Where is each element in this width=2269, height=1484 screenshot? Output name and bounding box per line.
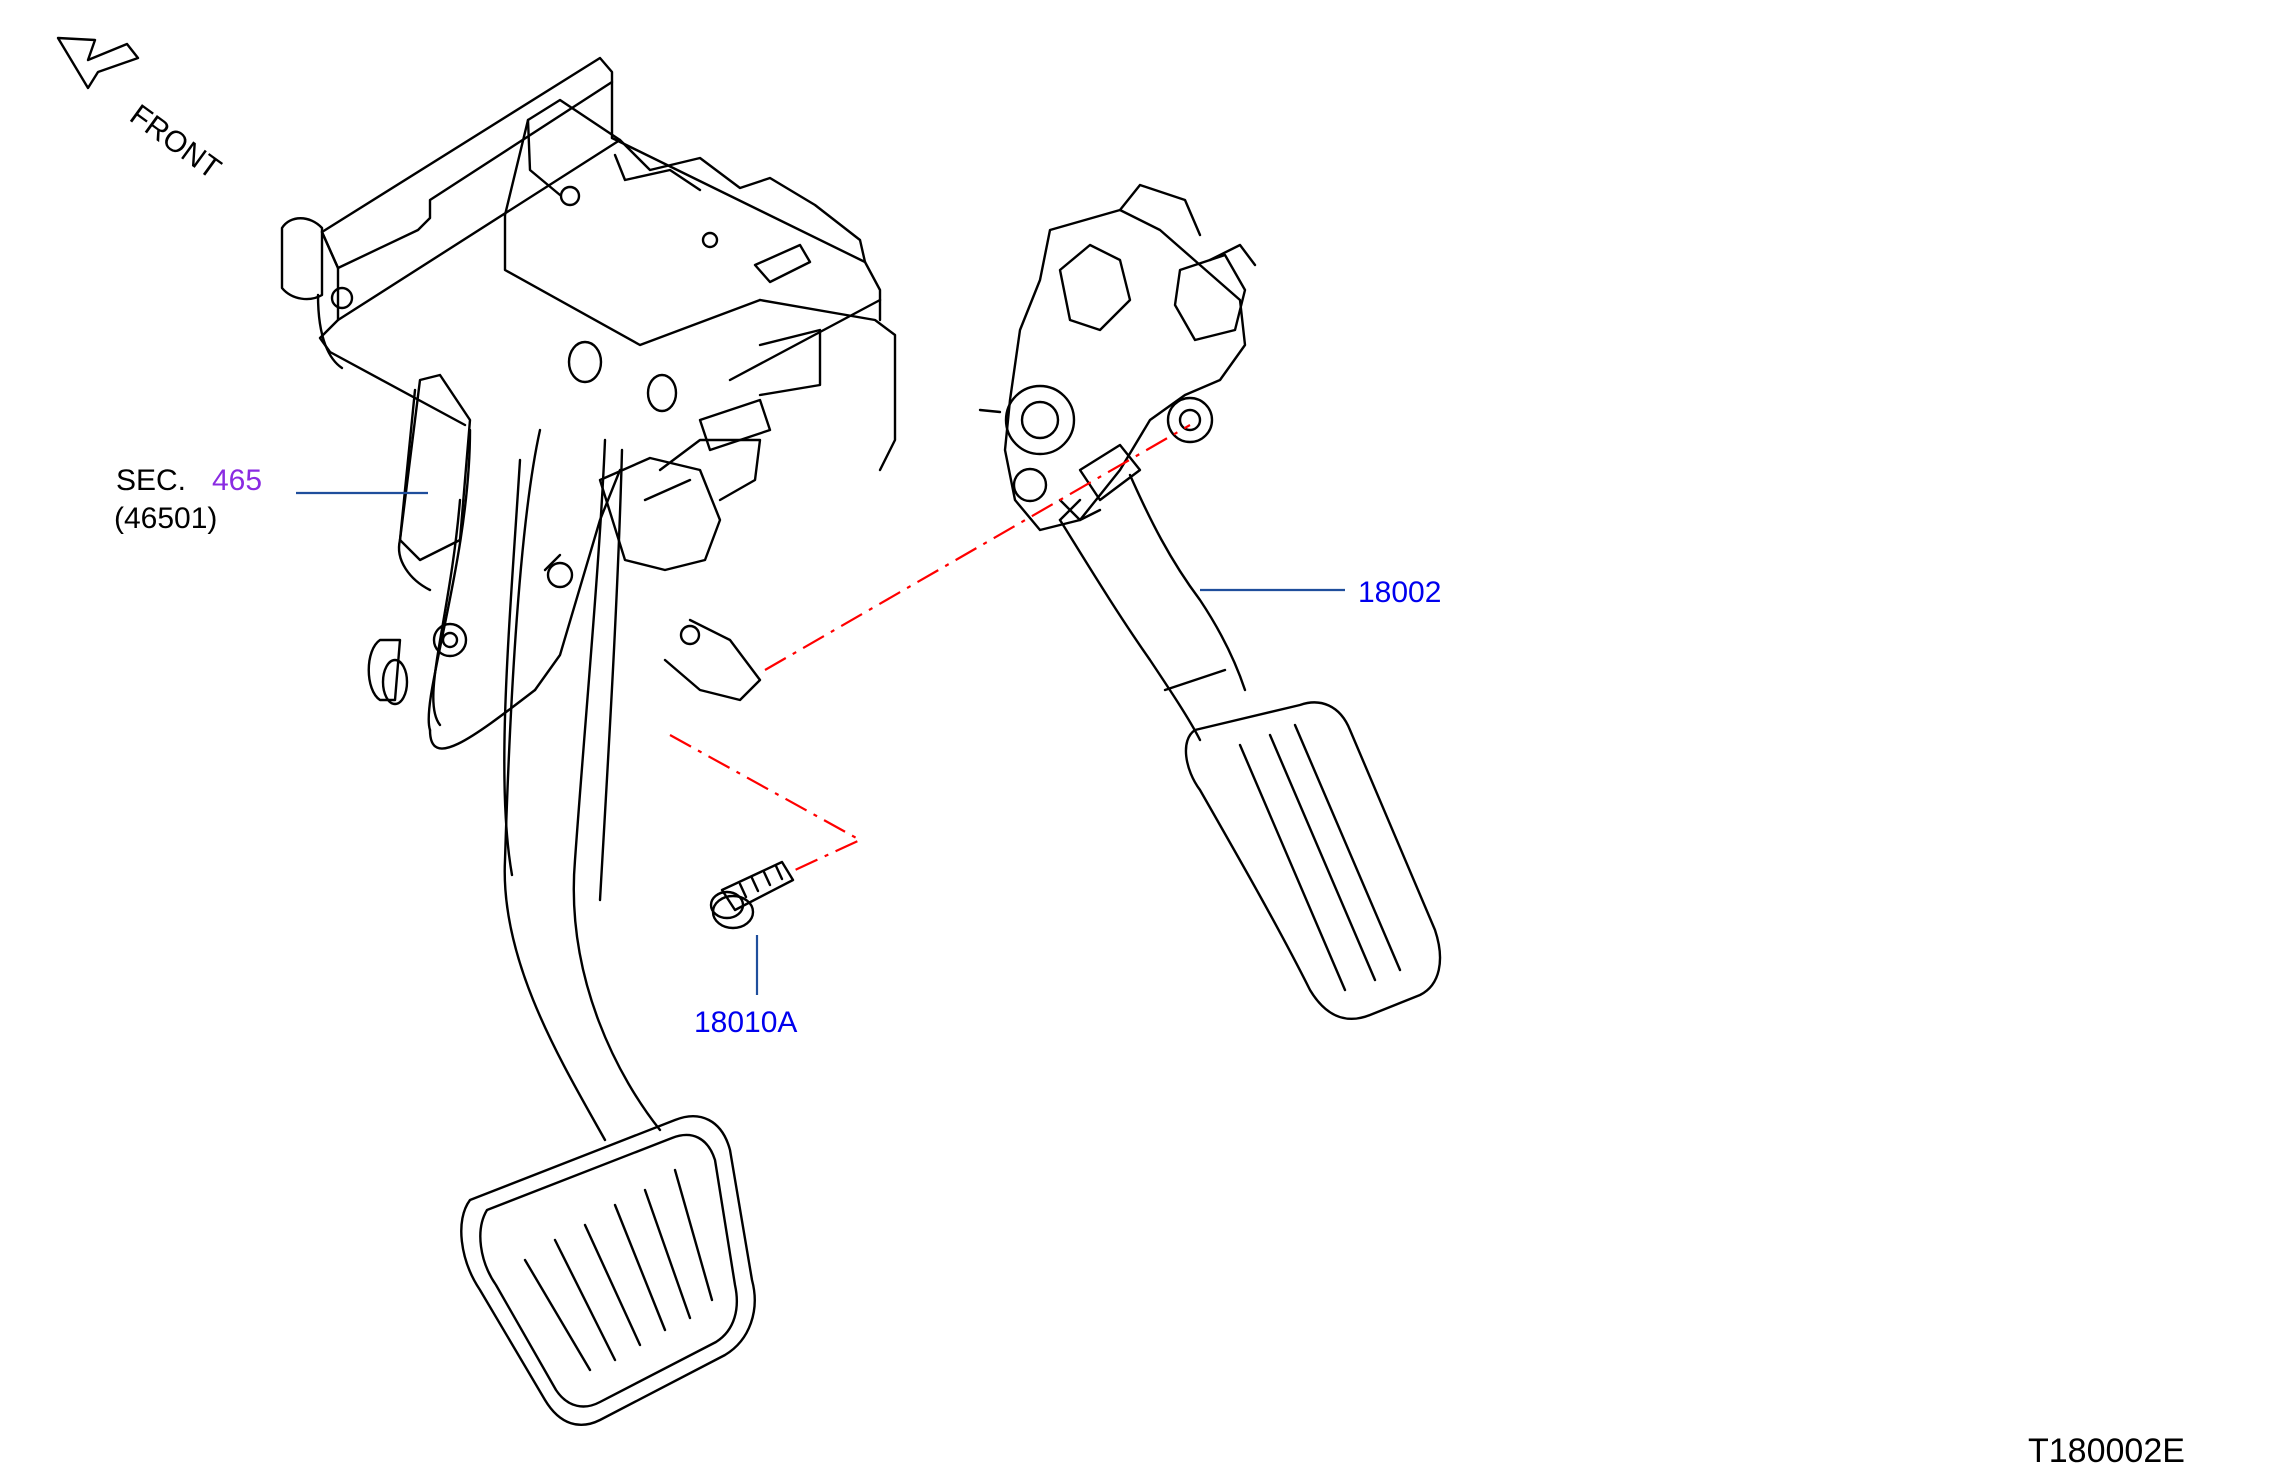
front-arrow-icon — [56, 36, 140, 90]
section-ref-number[interactable]: 465 — [212, 464, 263, 497]
figure-code: T180002E — [2028, 1432, 2185, 1470]
brake-pedal-arm — [503, 428, 762, 1142]
brake-pedal-pad — [460, 1115, 756, 1427]
pedal-bracket — [280, 56, 897, 750]
accelerator-pedal-assembly — [978, 183, 1257, 532]
part-number-18010a[interactable]: 18010A — [694, 1006, 798, 1039]
section-ref-prefix: SEC. — [116, 464, 187, 497]
leader-lines — [296, 491, 1345, 995]
part-number-18002[interactable]: 18002 — [1358, 576, 1442, 609]
phantom-lines — [669, 424, 1191, 871]
section-ref-subpart: (46501) — [114, 502, 218, 535]
accelerator-pedal-arm — [1058, 473, 1247, 742]
bolt-18010a — [709, 860, 795, 930]
accelerator-pedal-pad — [1184, 701, 1442, 1020]
